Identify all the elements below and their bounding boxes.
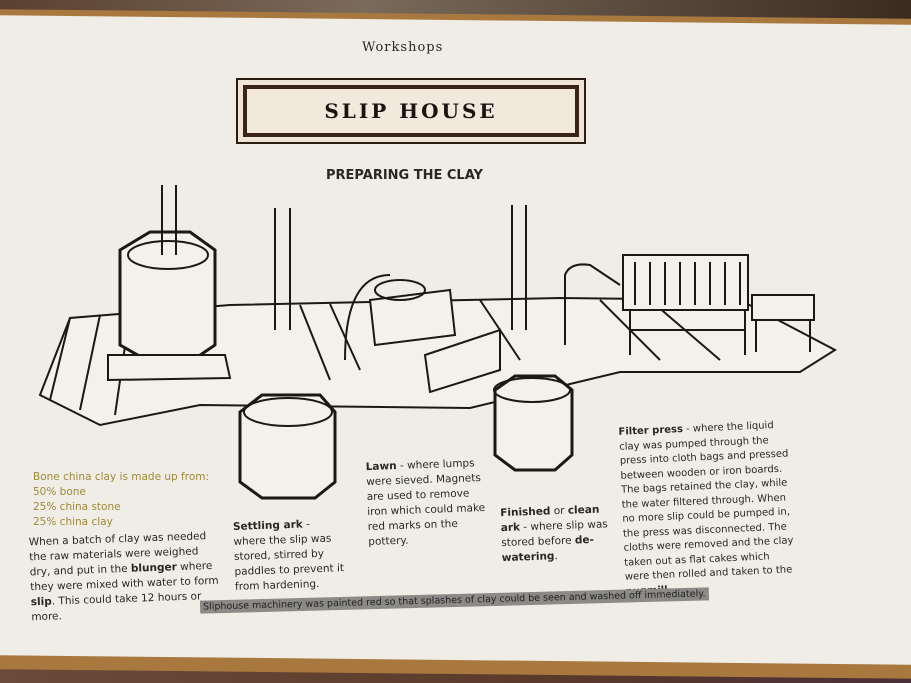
term-settling-ark: Settling ark [232, 518, 303, 533]
settling-ark [238, 208, 337, 500]
blunger-description: When a batch of clay was needed the raw … [28, 529, 221, 626]
composition-block: Bone china clay is made up from: 50% bon… [33, 470, 233, 530]
sign-title: SLIP HOUSE [243, 85, 579, 137]
composition-intro: Bone china clay is made up from: [33, 471, 210, 483]
composition-item: 25% china stone [33, 501, 121, 513]
text: . [554, 550, 559, 563]
clean-ark [493, 205, 574, 472]
settling-ark-description: Settling ark - where the slip was stored… [233, 516, 348, 595]
clean-ark-description: Finished or clean ark - where slip was s… [500, 502, 622, 566]
text: - where the liquid clay was pumped throu… [618, 420, 794, 583]
sign-subtitle: PREPARING THE CLAY [326, 168, 483, 183]
filter-press-description: Filter press - where the liquid clay was… [618, 418, 797, 599]
term-filter-press: Filter press [618, 424, 684, 438]
title-plaque: SLIP HOUSE [236, 78, 586, 144]
sign-header: Workshops [362, 40, 444, 55]
lawn-description: Lawn - where lumps were sieved. Magnets … [365, 456, 486, 550]
composition-item: 25% china clay [33, 516, 113, 528]
term-slip: slip [30, 595, 52, 609]
composition-item: 50% bone [33, 486, 86, 498]
blunger [107, 185, 232, 382]
lawn-sieve [344, 274, 501, 394]
text: . This could take 12 hours or more. [31, 590, 202, 624]
term-lawn: Lawn [365, 460, 397, 474]
filter-press [564, 254, 815, 355]
text: or [550, 504, 569, 518]
term-finished: Finished [500, 505, 551, 520]
term-blunger: blunger [130, 561, 178, 575]
